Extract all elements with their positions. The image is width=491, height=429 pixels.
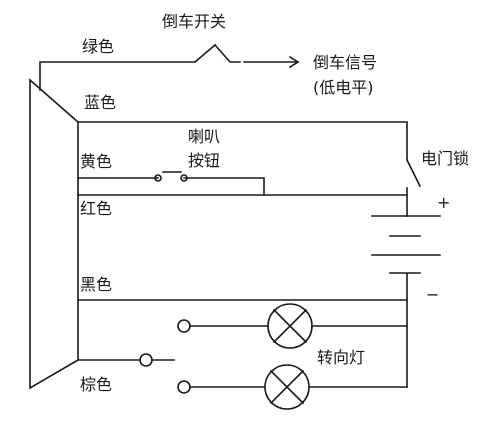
horn-label-line2: 按钮 (188, 151, 220, 170)
green-label: 绿色 (82, 37, 114, 56)
battery (371, 215, 441, 301)
upper-turn-lamp (267, 303, 313, 349)
reverse-switch-label: 倒车开关 (162, 12, 226, 31)
horn-button-contact-right (180, 174, 188, 182)
horn-button-contact-left (154, 174, 162, 182)
ignition-lock-label: 电门锁 (421, 149, 469, 168)
yellow-label: 黄色 (80, 152, 112, 171)
connector-block (29, 78, 79, 390)
brown-label: 棕色 (80, 375, 112, 394)
black-label: 黑色 (80, 275, 112, 294)
upper-terminal (177, 319, 191, 333)
red-label: 红色 (80, 199, 112, 218)
reverse-switch-contact (193, 43, 217, 64)
ignition-lock-switch (405, 158, 422, 188)
upper-turn-lamp-cross (272, 308, 308, 344)
reverse-signal-arrow (243, 55, 300, 69)
flasher-pivot (139, 353, 153, 367)
blue-label: 蓝色 (84, 93, 116, 112)
green-wire (39, 43, 241, 91)
low-level-label: (低电平) (313, 78, 374, 97)
horn-label-line1: 喇叭 (188, 127, 220, 146)
lower-turn-lamp-cross (269, 369, 305, 405)
lower-turn-lamp (264, 364, 310, 410)
reverse-signal-label: 倒车信号 (313, 53, 377, 72)
lower-terminal (177, 380, 191, 394)
black-wire (77, 299, 408, 388)
yellow-wire (77, 177, 265, 196)
blue-wire (77, 121, 408, 161)
battery-minus-label: − (426, 285, 439, 304)
battery-plus-label: + (437, 193, 450, 212)
turn-light-label: 转向灯 (317, 348, 365, 367)
